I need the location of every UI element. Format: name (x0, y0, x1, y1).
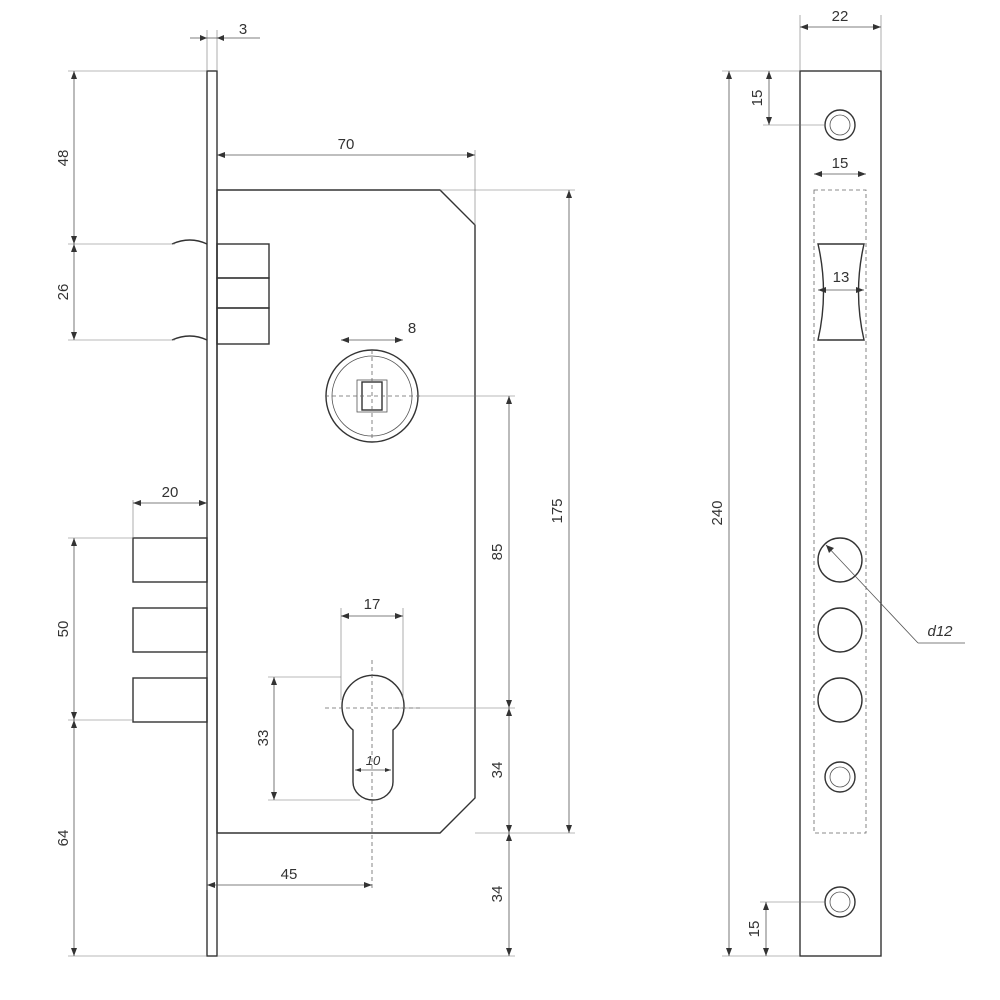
dim-bolt-to-plate-end: 64 (55, 830, 72, 847)
bolt-hole (817, 607, 863, 653)
dim-top-screw-offset: 15 (749, 90, 766, 107)
dim-latch-height: 26 (55, 284, 72, 301)
latch-opening (817, 243, 865, 341)
dim-plate-length: 240 (709, 500, 726, 525)
dim-top-to-latch: 48 (55, 150, 72, 167)
dim-cylinder-slot: 10 (366, 753, 381, 768)
case-outline (813, 189, 867, 834)
dim-bolt-projection: 20 (162, 484, 179, 501)
latch-bolt (171, 239, 270, 345)
dim-case-depth: 70 (338, 136, 355, 153)
dim-cylinder-to-case-bottom: 34 (489, 762, 506, 779)
cylinder-hole (341, 674, 405, 801)
dim-spindle-to-cylinder: 85 (489, 544, 506, 561)
dim-latch-width: 13 (833, 269, 850, 286)
screw-hole-mid (824, 761, 856, 793)
dim-cylinder-width: 17 (364, 596, 381, 613)
screw-hole-bottom (824, 886, 856, 918)
dim-case-height: 175 (549, 498, 566, 523)
dim-plate-width: 22 (832, 8, 849, 25)
dim-case-bottom-to-plate-end: 34 (489, 886, 506, 903)
side-view: 22 15 15 13 240 d12 15 (709, 8, 965, 957)
faceplate (206, 70, 218, 957)
side-faceplate (799, 70, 882, 957)
dead-bolt (132, 537, 208, 723)
screw-hole-top (824, 109, 856, 141)
dim-pocket-width: 15 (832, 155, 849, 172)
dim-bolt-span: 50 (55, 621, 72, 638)
dim-backset: 45 (281, 866, 298, 883)
bolt-hole (817, 677, 863, 723)
dim-bottom-screw-offset: 15 (746, 921, 763, 938)
bolt-hole (817, 537, 863, 583)
dim-square-spindle: 8 (408, 320, 416, 337)
dim-bolt-diameter: d12 (927, 623, 953, 640)
dim-plate-thickness: 3 (239, 21, 247, 38)
dim-cylinder-height: 33 (255, 730, 272, 747)
front-view: 3 48 26 70 8 175 85 20 50 17 33 10 34 45… (55, 21, 575, 957)
